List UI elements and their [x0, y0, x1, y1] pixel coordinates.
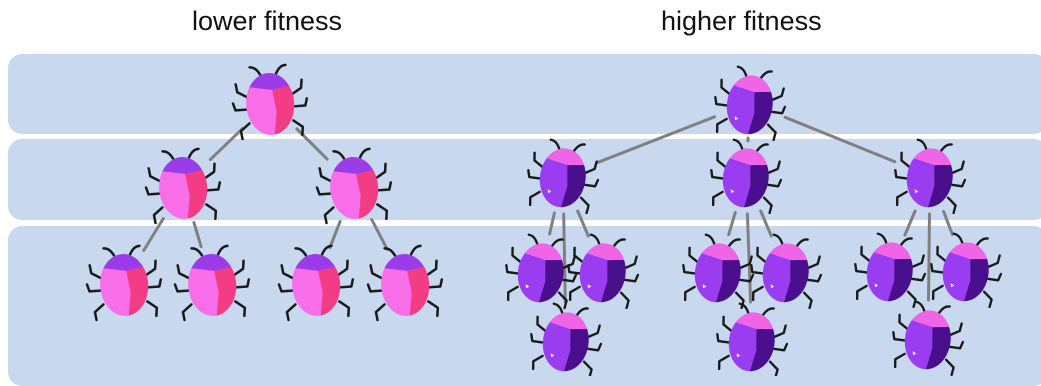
low-fitness-beetle-L6 — [365, 241, 444, 324]
connector-H2-H7 — [729, 212, 736, 234]
high-fitness-beetle-H11 — [926, 227, 1006, 310]
high-fitness-beetle-H8 — [746, 228, 826, 311]
beetles — [84, 60, 1006, 376]
high-fitness-beetle-H6 — [526, 297, 606, 376]
connector-L1-L4 — [194, 222, 201, 246]
connector-H1-H5 — [578, 211, 589, 236]
connector-L2-L6 — [372, 220, 388, 250]
connector-L2-L5 — [330, 221, 340, 247]
lineage-diagram — [0, 0, 1041, 376]
connector-L1-L3 — [144, 219, 164, 251]
low-fitness-beetle-L1 — [143, 144, 222, 227]
high-fitness-beetle-H5 — [563, 228, 643, 311]
high-fitness-beetle-H9 — [712, 297, 792, 376]
high-fitness-beetle-H2 — [706, 133, 786, 216]
low-fitness-beetle-L2 — [314, 144, 393, 227]
high-fitness-beetle-H1 — [523, 133, 603, 216]
low-fitness-beetle-L3 — [84, 241, 163, 324]
low-fitness-beetle-L4 — [172, 241, 251, 324]
high-fitness-beetle-H3 — [890, 133, 970, 216]
high-fitness-beetle-H7 — [678, 228, 758, 311]
connector-H3-H10 — [905, 211, 915, 235]
connector-H2-H8 — [761, 211, 772, 236]
high-fitness-beetle-H10 — [850, 227, 930, 310]
connector-H0-H1 — [598, 117, 714, 162]
high-fitness-beetle-H0 — [710, 60, 790, 143]
connector-H3-H11 — [944, 212, 953, 235]
connector-H3-H12 — [929, 214, 930, 300]
connector-H0-H3 — [785, 117, 895, 161]
connector-H1-H4 — [550, 213, 555, 234]
high-fitness-beetle-H12 — [888, 295, 968, 376]
low-fitness-beetle-L5 — [276, 241, 355, 324]
connector-L0-L1 — [210, 128, 242, 159]
connector-H1-H6 — [564, 214, 566, 302]
